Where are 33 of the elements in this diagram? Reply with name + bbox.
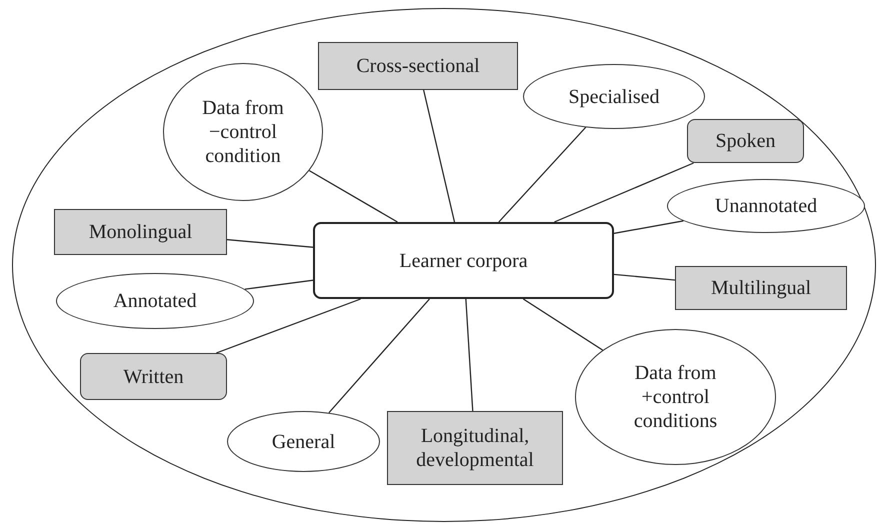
connector-line (216, 298, 361, 354)
category-box (54, 209, 227, 255)
connector-line (614, 220, 684, 234)
category-box (318, 42, 518, 90)
node-label: Data from +control conditions (632, 361, 718, 433)
node-label: Written (122, 364, 185, 388)
category-box (687, 119, 804, 163)
node-label: Annotated (112, 289, 198, 313)
connector-line (465, 298, 474, 412)
category-box (80, 353, 227, 400)
connector-line (244, 280, 314, 290)
node-label: Monolingual (88, 220, 194, 244)
connector-line (498, 126, 586, 222)
node-label: Data from −control condition (201, 96, 285, 168)
node-label: Longitudinal, developmental (415, 424, 535, 472)
connector-line (423, 90, 456, 222)
node-label: Specialised (567, 84, 661, 108)
category-box (675, 266, 847, 310)
central-box (313, 222, 614, 299)
node-label: Multilingual (710, 276, 812, 300)
node-label: Spoken (714, 129, 776, 153)
category-box (387, 411, 563, 485)
node-label: Cross-sectional (355, 54, 481, 78)
enclosing-ellipse (12, 8, 876, 522)
connector-line (522, 298, 604, 351)
connector-line (226, 239, 314, 248)
connector-line (614, 274, 676, 281)
connector-line (328, 298, 430, 414)
node-label: Unannotated (714, 194, 818, 218)
node-label: General (270, 430, 336, 454)
connector-line (554, 162, 694, 223)
connector-line (308, 170, 398, 223)
node-label: Learner corpora (398, 248, 529, 272)
